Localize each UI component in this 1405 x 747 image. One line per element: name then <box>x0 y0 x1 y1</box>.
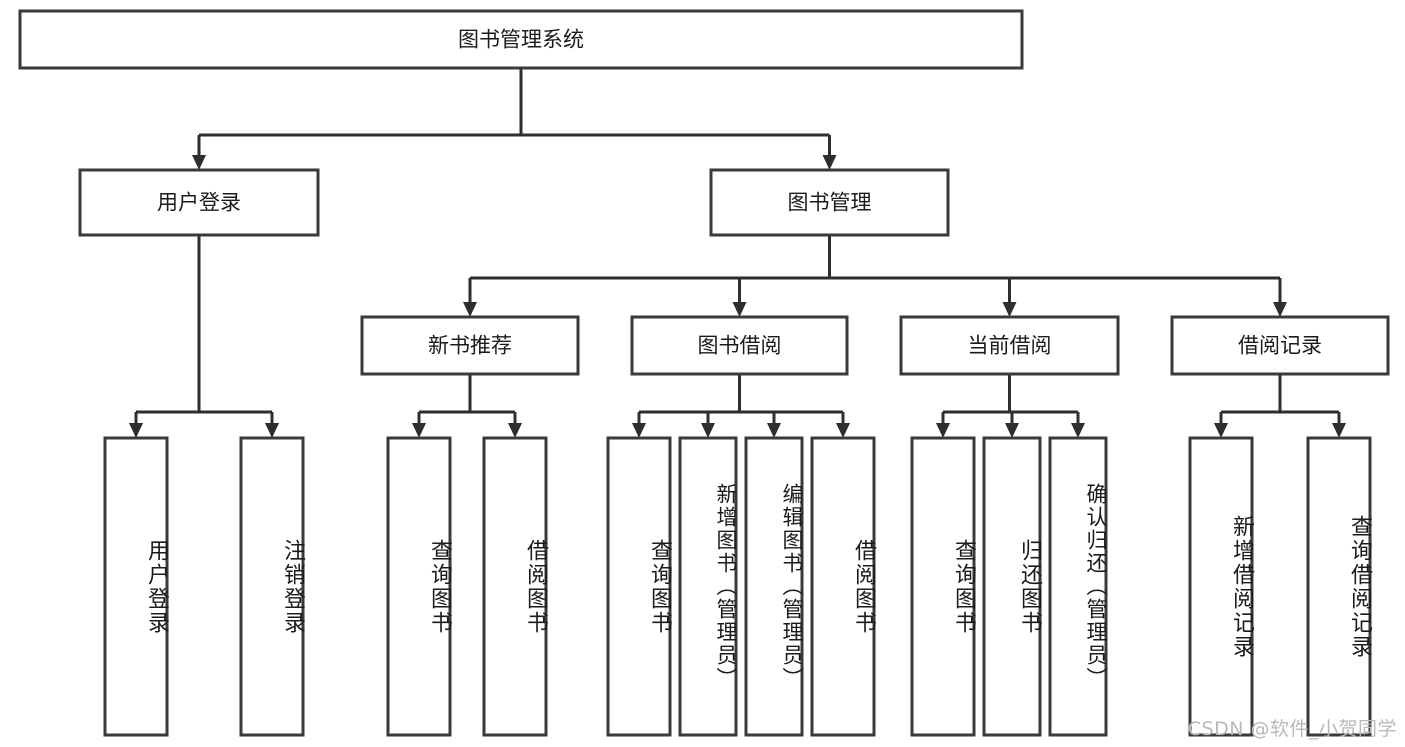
connector-当前借阅-to-leaf-head <box>1005 423 1019 438</box>
node-level3-当前借阅[interactable] <box>899 315 1120 376</box>
connector-新书推荐-to-leaf-head <box>412 423 426 438</box>
node-leaf-查询借阅记录-12[interactable] <box>1306 436 1372 737</box>
connector-当前借阅-to-leaf-head <box>936 423 950 438</box>
node-leaf-新增图书管理员-5[interactable] <box>678 436 738 737</box>
connector-借阅记录-to-leaf-head <box>1214 423 1228 438</box>
node-leaf-查询图书-8[interactable] <box>910 436 976 737</box>
node-label-level3-当前借阅: 当前借阅 <box>968 334 1052 358</box>
watermark-text: CSDN @软件_小贺同学 <box>1187 718 1397 740</box>
node-leaf-查询图书-2[interactable] <box>386 436 452 737</box>
connector-图书管理-to-新书推荐-head <box>463 302 477 317</box>
node-leaf-借阅图书-7[interactable] <box>810 436 876 737</box>
connector-用户登录-to-leaf-head <box>265 423 279 438</box>
node-leaf-归还图书-9[interactable] <box>982 436 1042 737</box>
node-level2-图书管理[interactable] <box>709 168 950 237</box>
node-leaf-借阅图书-3[interactable] <box>482 436 548 737</box>
node-level3-图书借阅[interactable] <box>630 315 849 376</box>
node-leaf-用户登录-0[interactable] <box>103 436 169 737</box>
connector-图书管理-to-借阅记录-head <box>1273 302 1287 317</box>
node-label-level2-图书管理: 图书管理 <box>788 191 872 215</box>
connector-借阅记录-to-leaf-head <box>1332 423 1346 438</box>
node-level3-借阅记录[interactable] <box>1170 315 1390 376</box>
connector-图书借阅-to-leaf-head <box>632 423 646 438</box>
node-label-root: 图书管理系统 <box>458 28 584 52</box>
node-leaf-新增借阅记录-11[interactable] <box>1188 436 1254 737</box>
connector-图书管理-to-当前借阅-head <box>1002 302 1017 317</box>
connector-root-to-用户登录-head <box>192 155 206 170</box>
node-level3-新书推荐[interactable] <box>360 315 580 376</box>
connector-图书管理-to-图书借阅-head <box>732 302 747 317</box>
connector-图书借阅-to-leaf-head <box>767 423 781 438</box>
node-leaf-注销登录-1[interactable] <box>239 436 305 737</box>
node-label-level3-新书推荐: 新书推荐 <box>428 334 512 358</box>
connectors-layer <box>129 68 1346 438</box>
node-leaf-编辑图书管理员-6[interactable] <box>744 436 804 737</box>
connector-图书借阅-to-leaf-head <box>836 423 850 438</box>
node-label-level3-借阅记录: 借阅记录 <box>1238 334 1322 358</box>
node-leaf-确认归还管理员-10[interactable] <box>1048 436 1108 737</box>
node-label-level2-用户登录: 用户登录 <box>157 191 241 215</box>
connector-root-to-图书管理-head <box>822 155 837 170</box>
connector-新书推荐-to-leaf-head <box>508 423 522 438</box>
node-leaf-查询图书-4[interactable] <box>606 436 672 737</box>
node-level2-用户登录[interactable] <box>78 168 320 237</box>
boxes-layer <box>18 9 1390 737</box>
connector-图书借阅-to-leaf-head <box>701 423 715 438</box>
node-root-图书管理系统[interactable] <box>18 9 1024 70</box>
node-label-level3-图书借阅: 图书借阅 <box>698 334 782 358</box>
connector-当前借阅-to-leaf-head <box>1071 423 1085 438</box>
connector-用户登录-to-leaf-head <box>129 423 143 438</box>
